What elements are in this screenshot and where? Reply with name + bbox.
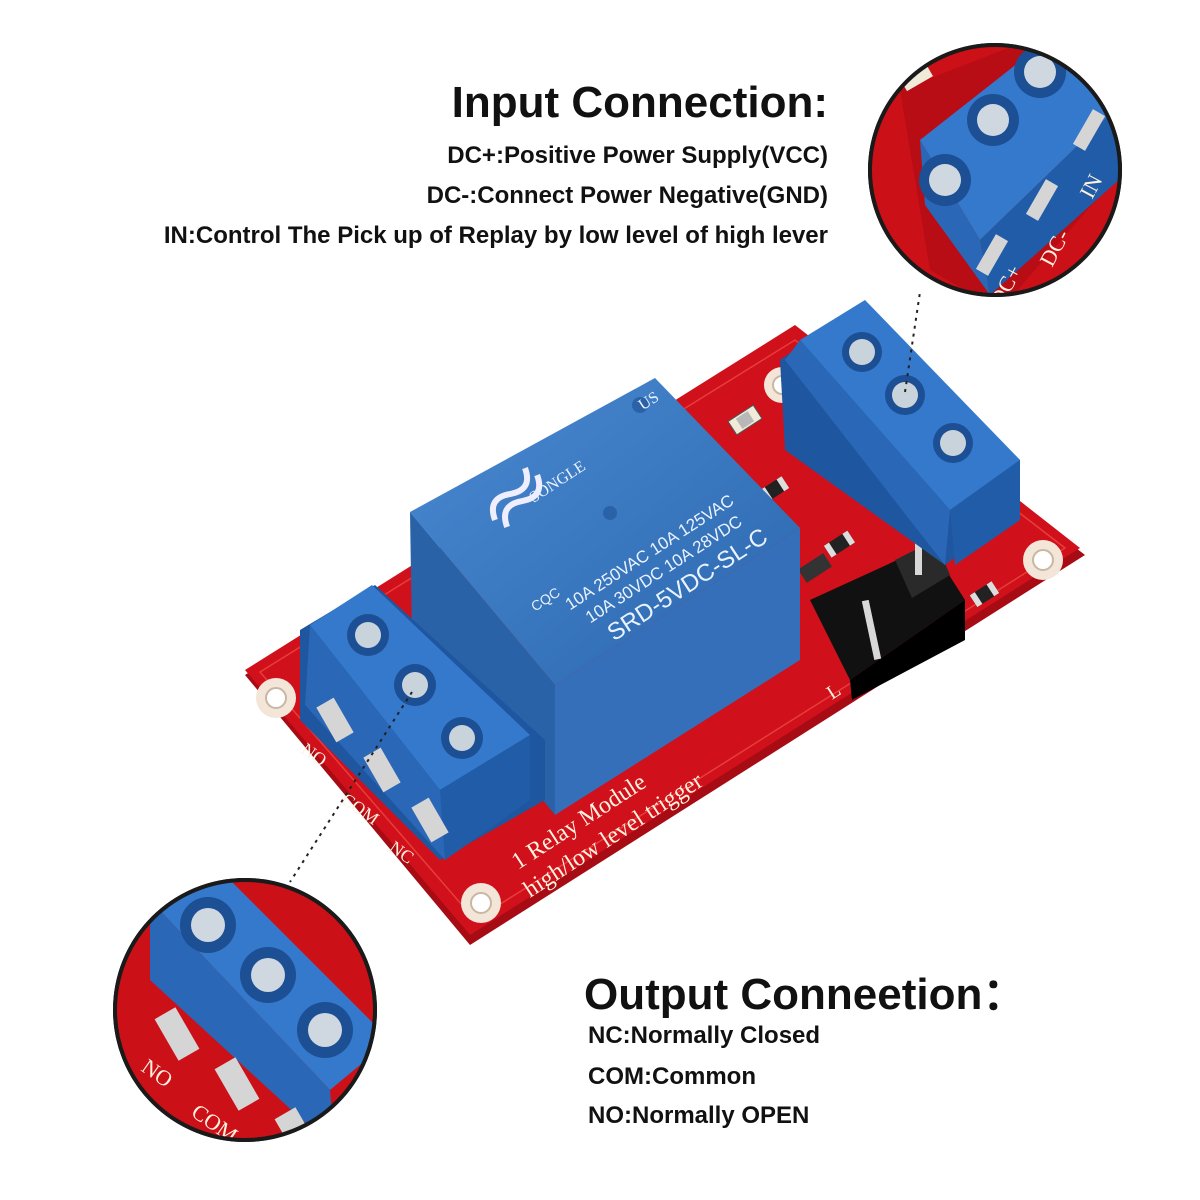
input-connection-title: Input Connection:	[451, 78, 828, 127]
output-line-com: COM:Common	[588, 1063, 756, 1090]
output-terminal-zoom: NO COM	[113, 878, 377, 1142]
input-terminal-block	[780, 300, 1020, 565]
input-line-dcplus: DC+:Positive Power Supply(VCC)	[447, 142, 828, 169]
input-terminal-zoom: IN DC- DC+	[868, 43, 1122, 297]
output-line-nc: NC:Normally Closed	[588, 1022, 821, 1049]
output-terminal-block	[300, 585, 545, 860]
output-connection-title: Output Conneetion：	[584, 970, 1027, 1019]
input-line-in: IN:Control The Pick up of Replay by low …	[163, 222, 828, 249]
callout-lines	[289, 291, 921, 883]
output-line-no: NO:Normally OPEN	[588, 1102, 810, 1129]
input-line-dcminus: DC-:Connect Power Negative(GND)	[426, 182, 828, 209]
mounting-holes	[256, 367, 1063, 923]
